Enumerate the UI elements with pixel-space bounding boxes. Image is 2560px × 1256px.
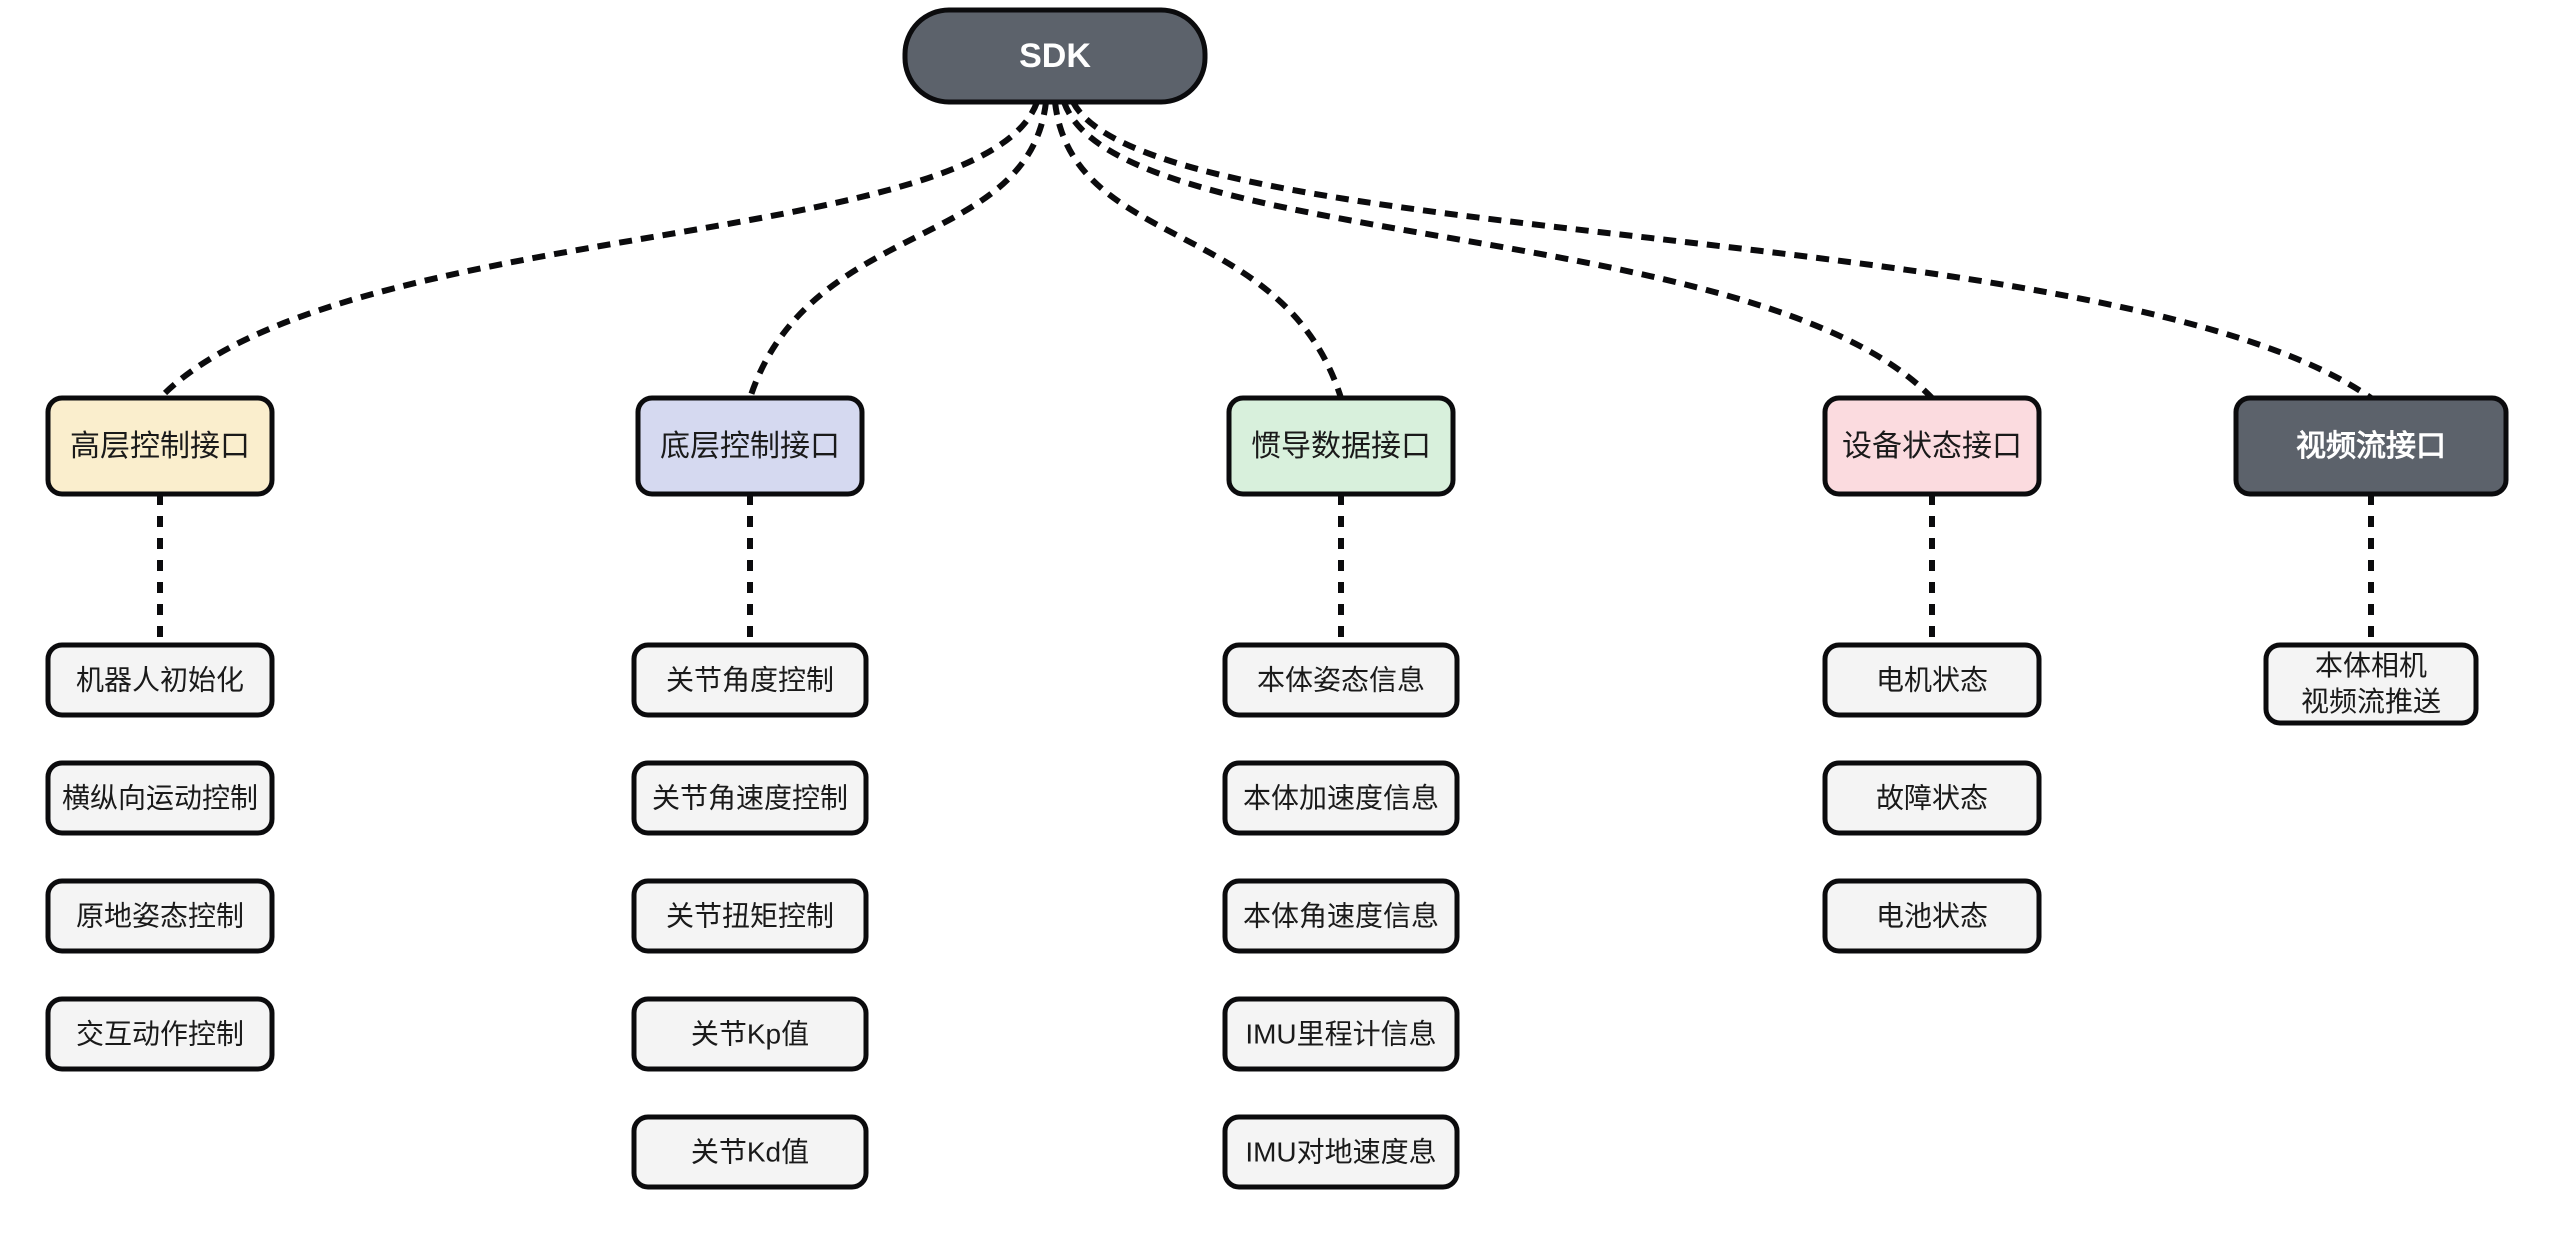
edge-root-to-low-level-control xyxy=(747,101,1049,399)
leaf-box xyxy=(1822,878,2042,954)
leaf-label: 关节角度控制 xyxy=(666,664,834,695)
edge-root-to-high-level-control xyxy=(157,100,1040,401)
leaf-box xyxy=(45,642,275,718)
leaf-label: 本体加速度信息 xyxy=(1243,782,1439,813)
category-box xyxy=(1822,395,2042,497)
leaf-node-imu-data-2[interactable]: 本体加速度信息 xyxy=(1222,760,1460,836)
leaf-box xyxy=(631,760,869,836)
root-box xyxy=(902,7,1208,105)
leaf-node-high-level-control-3[interactable]: 原地姿态控制 xyxy=(45,878,275,954)
leaf-box xyxy=(1222,1114,1460,1190)
category-node-imu-data[interactable]: 惯导数据接口 xyxy=(1226,395,1456,497)
leaf-label: 关节角速度控制 xyxy=(652,782,848,813)
category-node-video-stream[interactable]: 视频流接口 xyxy=(2233,395,2509,497)
edges-layer xyxy=(157,100,2374,645)
category-node-high-level-control[interactable]: 高层控制接口 xyxy=(45,395,275,497)
category-box xyxy=(45,395,275,497)
leaf-node-low-level-control-5[interactable]: 关节Kd值 xyxy=(631,1114,869,1190)
leaf-label: 机器人初始化 xyxy=(76,664,244,695)
category-node-device-status[interactable]: 设备状态接口 xyxy=(1822,395,2042,497)
leaf-box xyxy=(45,760,275,836)
leaf-node-device-status-3[interactable]: 电池状态 xyxy=(1822,878,2042,954)
leaf-node-high-level-control-4[interactable]: 交互动作控制 xyxy=(45,996,275,1072)
leaf-node-low-level-control-2[interactable]: 关节角速度控制 xyxy=(631,760,869,836)
category-box xyxy=(1226,395,1456,497)
root-label: SDK xyxy=(1019,37,1091,75)
category-node-low-level-control[interactable]: 底层控制接口 xyxy=(635,395,865,497)
leaf-box xyxy=(45,996,275,1072)
leaf-node-device-status-1[interactable]: 电机状态 xyxy=(1822,642,2042,718)
leaf-node-low-level-control-1[interactable]: 关节角度控制 xyxy=(631,642,869,718)
leaf-node-imu-data-4[interactable]: IMU里程计信息 xyxy=(1222,996,1460,1072)
leaf-label: 关节Kd值 xyxy=(691,1136,809,1167)
leaf-box xyxy=(1222,878,1460,954)
leaf-label: 本体姿态信息 xyxy=(1257,664,1425,695)
category-label: 视频流接口 xyxy=(2296,430,2446,463)
edge-root-to-video-stream xyxy=(1070,100,2373,401)
leaf-box xyxy=(631,996,869,1072)
leaf-label: 交互动作控制 xyxy=(76,1018,244,1049)
leaf-label: 电机状态 xyxy=(1876,664,1988,695)
leaf-label: 原地姿态控制 xyxy=(76,900,244,931)
edge-root-to-imu-data xyxy=(1052,101,1344,399)
leaf-label: 关节Kp值 xyxy=(691,1018,809,1049)
category-label: 惯导数据接口 xyxy=(1251,430,1431,463)
leaf-node-low-level-control-4[interactable]: 关节Kp值 xyxy=(631,996,869,1072)
leaf-box xyxy=(1822,760,2042,836)
leaf-box xyxy=(1222,996,1460,1072)
leaf-box xyxy=(1222,642,1460,718)
leaf-label: IMU里程计信息 xyxy=(1245,1018,1436,1049)
category-box xyxy=(2233,395,2509,497)
leaf-node-imu-data-3[interactable]: 本体角速度信息 xyxy=(1222,878,1460,954)
leaf-node-high-level-control-1[interactable]: 机器人初始化 xyxy=(45,642,275,718)
leaf-node-imu-data-5[interactable]: IMU对地速度息 xyxy=(1222,1114,1460,1190)
category-box xyxy=(635,395,865,497)
category-label: 底层控制接口 xyxy=(660,430,840,463)
leaf-node-high-level-control-2[interactable]: 横纵向运动控制 xyxy=(45,760,275,836)
edge-root-to-device-status xyxy=(1061,101,1935,401)
leaf-box xyxy=(631,878,869,954)
leaf-label: 电池状态 xyxy=(1876,900,1988,931)
leaf-box xyxy=(1822,642,2042,718)
category-label: 高层控制接口 xyxy=(70,430,250,463)
leaf-box xyxy=(631,642,869,718)
leaf-box xyxy=(2263,642,2479,726)
root-node-sdk[interactable]: SDK xyxy=(902,7,1208,105)
leaf-label: IMU对地速度息 xyxy=(1245,1136,1436,1167)
leaf-label: 本体角速度信息 xyxy=(1243,900,1439,931)
leaf-box xyxy=(45,878,275,954)
leaf-label: 本体相机视频流推送 xyxy=(2301,650,2441,717)
leaf-label: 关节扭矩控制 xyxy=(666,900,834,931)
leaf-node-imu-data-1[interactable]: 本体姿态信息 xyxy=(1222,642,1460,718)
leaf-box xyxy=(1222,760,1460,836)
leaf-box xyxy=(631,1114,869,1190)
leaf-label: 横纵向运动控制 xyxy=(62,782,258,813)
leaf-node-low-level-control-3[interactable]: 关节扭矩控制 xyxy=(631,878,869,954)
category-label: 设备状态接口 xyxy=(1842,430,2022,463)
leaf-node-video-stream-1[interactable]: 本体相机视频流推送 xyxy=(2263,642,2479,726)
leaf-node-device-status-2[interactable]: 故障状态 xyxy=(1822,760,2042,836)
leaf-label: 故障状态 xyxy=(1876,782,1988,813)
